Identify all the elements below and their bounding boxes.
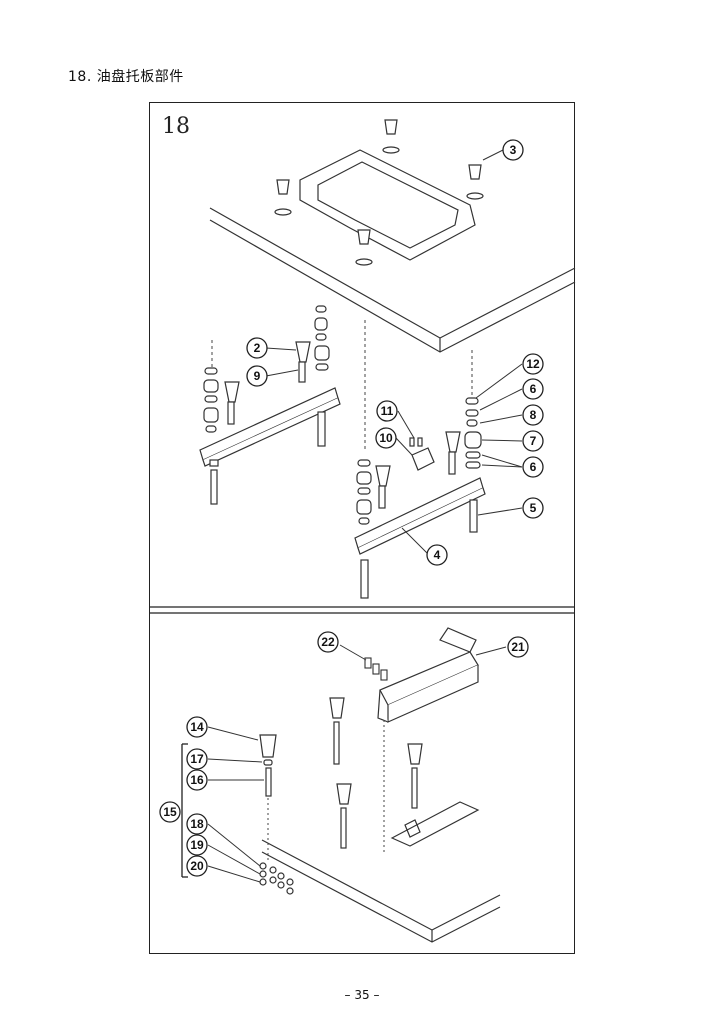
table-top-lower — [261, 801, 501, 943]
callout-labels: 3 2 9 12 6 8 11 7 10 6 5 4 22 21 14 17 1… — [163, 143, 540, 873]
callout-14: 14 — [190, 720, 204, 734]
callout-6-a: 6 — [530, 382, 537, 396]
bracket-21 — [377, 627, 479, 723]
screws-22 — [364, 657, 388, 681]
page-number: – 35 – — [344, 988, 380, 1002]
callout-6-b: 6 — [530, 460, 537, 474]
figure-number: 18 — [162, 114, 190, 139]
guide-lines — [211, 320, 473, 450]
callout-4: 4 — [434, 548, 441, 562]
callout-circles — [159, 139, 544, 877]
callout-18: 18 — [190, 817, 204, 831]
callout-5: 5 — [530, 501, 537, 515]
callout-16: 16 — [190, 773, 204, 787]
group-bracket-15 — [181, 743, 188, 878]
table-top-upper — [209, 149, 576, 353]
callout-17: 17 — [190, 752, 204, 766]
callout-3: 3 — [510, 143, 517, 157]
section-title: 18. 油盘托板部件 — [68, 69, 184, 85]
callout-11: 11 — [381, 404, 394, 418]
support-bar-right — [354, 397, 486, 599]
diagram-frame — [149, 102, 575, 954]
callout-21: 21 — [511, 640, 525, 654]
callout-22: 22 — [321, 635, 335, 649]
callout-12: 12 — [526, 357, 540, 371]
callout-20: 20 — [190, 859, 204, 873]
callout-10: 10 — [379, 431, 393, 445]
callout-8: 8 — [530, 408, 537, 422]
callout-19: 19 — [190, 838, 204, 852]
leader-lines-lower — [207, 644, 507, 883]
callout-15: 15 — [163, 805, 177, 819]
support-bar-left — [199, 305, 341, 505]
callout-2: 2 — [254, 341, 261, 355]
guide-lines-lower — [267, 720, 385, 860]
callout-7: 7 — [530, 434, 537, 448]
rubber-feet-lower — [259, 697, 423, 895]
callout-9: 9 — [254, 369, 261, 383]
rubber-knobs — [274, 119, 484, 266]
leader-lines-upper — [265, 149, 523, 554]
